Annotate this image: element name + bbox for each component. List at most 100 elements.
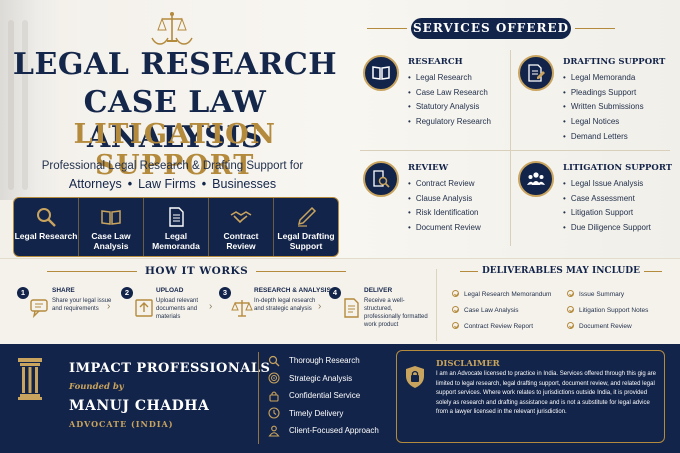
quality-item: Confidential Service	[268, 387, 379, 405]
title-line-2: CASE LAW ANALYSIS	[83, 85, 267, 155]
service-item: Document Review	[408, 223, 481, 238]
arrow-icon: ›	[318, 301, 322, 312]
magnifier-icon	[37, 208, 56, 227]
step-description: Share your legal issue and requirements	[52, 298, 112, 312]
service-item: Case Law Research	[408, 88, 491, 103]
check-icon	[567, 322, 574, 329]
quality-item: Timely Delivery	[268, 405, 379, 423]
book-icon	[372, 66, 390, 80]
step-share: 1 SHARE Share your legal issue and requi…	[17, 287, 117, 337]
audience-line: Attorneys•Law Firms•Businesses	[68, 177, 277, 191]
service-heading: LITIGATION SUPPORT	[563, 163, 673, 173]
service-item: Statutory Analysis	[408, 102, 491, 117]
shield-lock-icon	[406, 366, 424, 388]
services-title: SERVICES OFFERED	[367, 18, 615, 39]
deliverable-item: Document Review	[567, 322, 632, 330]
feature-label: Legal Research	[14, 231, 78, 241]
deliverable-item: Legal Research Memorandum	[452, 290, 551, 298]
feature-legal-research: Legal Research	[14, 198, 79, 256]
document-search-icon	[373, 170, 390, 188]
step-research-analysis: 3 RESEARCH & ANALYSIS In-depth legal res…	[219, 287, 331, 337]
service-list: Legal Research Case Law Research Statuto…	[408, 73, 491, 132]
service-heading: RESEARCH	[408, 57, 463, 67]
step-title: SHARE	[52, 287, 75, 294]
service-list: Legal Issue Analysis Case Assessment Lit…	[563, 179, 651, 238]
divider	[360, 150, 670, 151]
check-icon	[567, 306, 574, 313]
subtitle: Professional Legal Research & Drafting S…	[41, 160, 304, 172]
service-item: Legal Research	[408, 73, 491, 88]
divider	[258, 352, 259, 444]
title-line-3: LITIGATION SUPPORT	[73, 119, 277, 181]
document-icon	[169, 207, 184, 227]
step-title: DELIVER	[364, 287, 393, 294]
qualities-list: Thorough Research Strategic Analysis Con…	[268, 352, 379, 440]
deliverable-item: Contract Review Report	[452, 322, 533, 330]
service-item: Legal Memoranda	[563, 73, 644, 88]
pillar-background-image	[0, 0, 60, 200]
service-heading: DRAFTING SUPPORT	[563, 57, 666, 67]
divider	[436, 269, 437, 341]
service-item: Risk Identification	[408, 208, 481, 223]
feature-case-law-analysis: Case Law Analysis	[79, 198, 144, 256]
service-item: Contract Review	[408, 179, 481, 194]
check-icon	[452, 306, 459, 313]
title-line-1: LEGAL RESEARCH	[12, 47, 338, 82]
service-item: Regulatory Research	[408, 117, 491, 132]
audience-businesses: Businesses	[212, 177, 277, 191]
step-description: In-depth legal research and strategic an…	[254, 298, 316, 312]
arrow-icon: ›	[107, 301, 111, 312]
step-description: Receive a well-structured, professionall…	[364, 298, 428, 328]
chat-icon	[30, 299, 48, 319]
quality-item: Client-Focused Approach	[268, 422, 379, 440]
feature-label: Contract Review	[223, 231, 259, 251]
hero-section: LEGAL RESEARCH CASE LAW ANALYSIS LITIGAT…	[0, 0, 680, 258]
handshake-icon	[230, 211, 252, 224]
disclaimer-text: I am an Advocate licensed to practice in…	[436, 371, 657, 415]
deliverables-title: DELIVERABLES MAY INCLUDE	[460, 266, 662, 276]
divider	[510, 50, 511, 246]
service-item: Written Submissions	[563, 102, 644, 117]
how-it-works-title: HOW IT WORKS	[46, 265, 347, 277]
quality-item: Strategic Analysis	[268, 370, 379, 388]
service-item: Clause Analysis	[408, 194, 481, 209]
service-item: Legal Issue Analysis	[563, 179, 651, 194]
feature-bar: Legal Research Case Law Analysis Legal M…	[13, 197, 339, 257]
target-icon	[268, 372, 280, 384]
feature-legal-memoranda: Legal Memoranda	[144, 198, 209, 256]
step-deliver: 4 DELIVER Receive a well-structured, pro…	[329, 287, 429, 337]
check-icon	[567, 290, 574, 297]
service-item: Pleadings Support	[563, 88, 644, 103]
step-number: 3	[219, 287, 231, 299]
arrow-icon: ›	[209, 301, 213, 312]
service-item: Demand Letters	[563, 132, 644, 147]
deliverable-item: Issue Summary	[567, 290, 624, 298]
service-item: Legal Notices	[563, 117, 644, 132]
service-list: Legal Memoranda Pleadings Support Writte…	[563, 73, 644, 146]
founded-by-label: Founded by	[69, 382, 124, 392]
open-book-icon	[101, 210, 121, 225]
audience-attorneys: Attorneys	[68, 177, 122, 191]
brand-name: IMPACT PROFESSIONALS	[69, 361, 271, 376]
step-number: 2	[121, 287, 133, 299]
step-description: Upload relevant documents and materials	[156, 298, 199, 320]
service-item: Due Diligence Support	[563, 223, 651, 238]
disclaimer-box: DISCLAIMER I am an Advocate licensed to …	[396, 350, 665, 443]
feature-label: Legal Drafting Support	[277, 231, 335, 251]
search-icon	[268, 355, 280, 367]
step-number: 1	[17, 287, 29, 299]
founder-name: MANUJ CHADHA	[69, 398, 210, 414]
step-number: 4	[329, 287, 341, 299]
people-icon	[527, 172, 545, 185]
founder-title: ADVOCATE (INDIA)	[69, 419, 174, 429]
service-item: Case Assessment	[563, 194, 651, 209]
document-icon	[344, 298, 359, 318]
pen-icon	[297, 206, 317, 227]
pillar-logo-icon	[18, 358, 42, 400]
step-title: RESEARCH & ANALYSIS	[254, 287, 331, 294]
clock-icon	[268, 407, 280, 419]
disclaimer-heading: DISCLAIMER	[436, 359, 500, 369]
process-section: HOW IT WORKS 1 SHARE Share your legal is…	[0, 258, 680, 344]
footer: IMPACT PROFESSIONALS Founded by MANUJ CH…	[0, 344, 680, 453]
check-icon	[452, 290, 459, 297]
